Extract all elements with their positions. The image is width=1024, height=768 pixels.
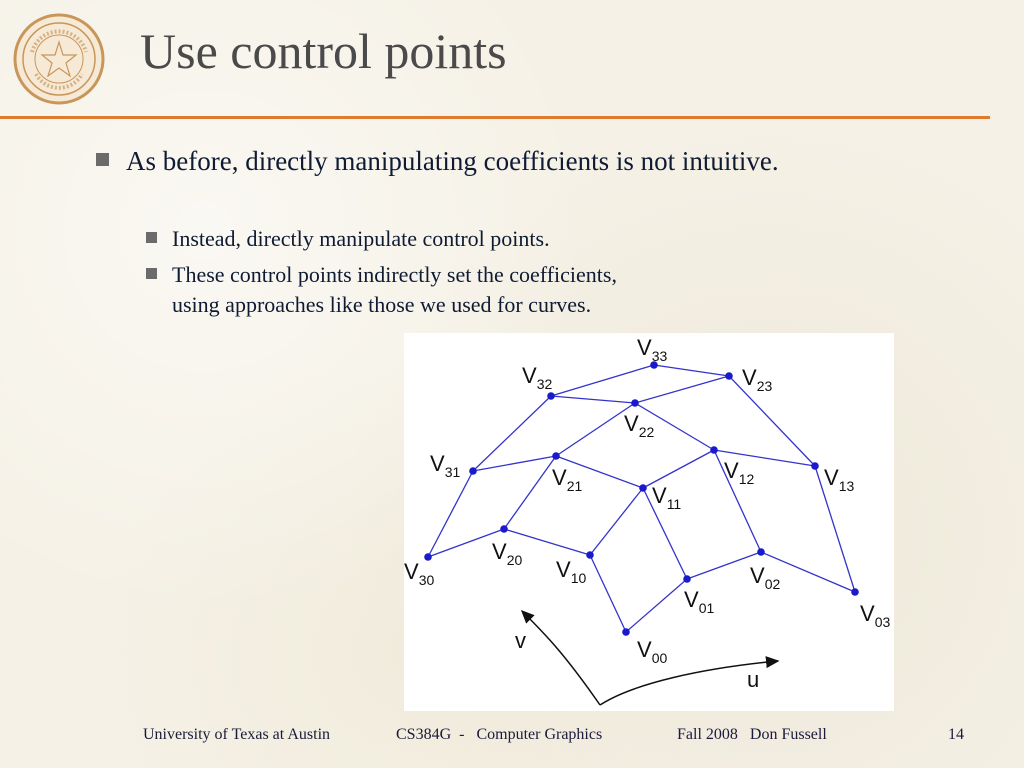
control-point-label-v03: V03 (860, 601, 890, 630)
bullet-text: These control points indirectly set the … (172, 262, 617, 317)
bullet-text: As before, directly manipulating coeffic… (126, 146, 779, 176)
control-point-v30[interactable] (424, 553, 432, 561)
control-point-v33[interactable] (650, 361, 658, 369)
bullet-level2: Instead, directly manipulate control poi… (146, 224, 666, 254)
university-seal-icon (13, 13, 105, 105)
grid-edge-v32-v22 (550, 395, 636, 404)
control-point-v00[interactable] (622, 628, 630, 636)
control-point-label-v32: V32 (522, 363, 552, 392)
grid-edge-v23-v13 (728, 375, 816, 467)
grid-edge-v21-v22 (555, 402, 636, 457)
grid-edge-v03-v02 (760, 551, 856, 593)
control-point-label-v02: V02 (750, 563, 780, 592)
grid-edge-v11-v01 (642, 487, 688, 580)
control-point-label-v13: V13 (824, 465, 854, 494)
control-point-v21[interactable] (552, 452, 560, 460)
title-divider (0, 116, 990, 119)
grid-edge-v01-v00 (625, 578, 688, 633)
grid-edge-v21-v11 (555, 455, 644, 489)
v-axis-arrow (520, 609, 601, 706)
control-point-label-v12: V12 (724, 458, 754, 487)
control-point-v22[interactable] (631, 399, 639, 407)
grid-edge-v22-v12 (634, 402, 715, 451)
grid-edge-v31-v32 (472, 395, 552, 472)
grid-edge-v11-v10 (589, 487, 644, 556)
control-point-v01[interactable] (683, 575, 691, 583)
control-point-v13[interactable] (811, 462, 819, 470)
grid-edge-v22-v23 (634, 375, 730, 404)
grid-edge-v10-v20 (503, 528, 591, 556)
grid-edge-v20-v30 (427, 528, 505, 558)
control-point-label-v11: V11 (652, 483, 681, 512)
control-point-v12[interactable] (710, 446, 718, 454)
control-point-label-v30: V30 (404, 559, 434, 588)
grid-edge-v12-v13 (713, 449, 816, 467)
control-point-v23[interactable] (725, 372, 733, 380)
grid-edge-v11-v12 (642, 449, 715, 489)
bullet-level1: As before, directly manipulating coeffic… (96, 144, 856, 178)
control-point-v20[interactable] (500, 525, 508, 533)
control-point-label-v10: V10 (556, 557, 586, 586)
slide-title: Use control points (140, 23, 507, 79)
grid-edge-v32-v33 (550, 364, 655, 397)
control-point-v11[interactable] (639, 484, 647, 492)
u-axis-arrow (599, 656, 780, 706)
footer-page-number: 14 (948, 726, 964, 743)
control-point-v31[interactable] (469, 467, 477, 475)
grid-edge-v33-v23 (653, 364, 730, 377)
footer-course: CS384G - Computer Graphics (396, 726, 603, 743)
control-point-v03[interactable] (851, 588, 859, 596)
control-point-label-v21: V21 (552, 465, 582, 494)
bullet-text: Instead, directly manipulate control poi… (172, 226, 550, 251)
grid-edge-v13-v03 (814, 465, 856, 593)
control-point-label-v22: V22 (624, 411, 654, 440)
grid-edge-v31-v21 (472, 455, 557, 472)
bullet-square-icon (146, 268, 157, 279)
footer-university: University of Texas at Austin (143, 726, 331, 743)
control-point-label-v33: V33 (637, 335, 667, 364)
v-axis-label: v (515, 628, 526, 653)
control-point-label-v00: V00 (637, 637, 667, 666)
control-point-v02[interactable] (757, 548, 765, 556)
control-point-label-v20: V20 (492, 539, 522, 568)
footer-term: Fall 2008 Don Fussell (677, 726, 827, 743)
grid-edge-v12-v02 (713, 449, 762, 553)
control-point-label-v31: V31 (430, 451, 460, 480)
uv-axes: v u (515, 609, 780, 706)
bullet-square-icon (96, 153, 109, 166)
grid-edge-v30-v31 (427, 470, 474, 558)
u-axis-label: u (747, 667, 759, 692)
control-point-v32[interactable] (547, 392, 555, 400)
control-point-v10[interactable] (586, 551, 594, 559)
control-point-label-v01: V01 (684, 587, 714, 616)
bullet-square-icon (146, 232, 157, 243)
grid-edge-v00-v10 (589, 554, 627, 633)
grid-edge-v02-v01 (686, 551, 762, 580)
control-point-label-v23: V23 (742, 365, 772, 394)
bullet-level2: These control points indirectly set the … (146, 260, 646, 320)
grid-edge-v21-v20 (503, 455, 557, 530)
